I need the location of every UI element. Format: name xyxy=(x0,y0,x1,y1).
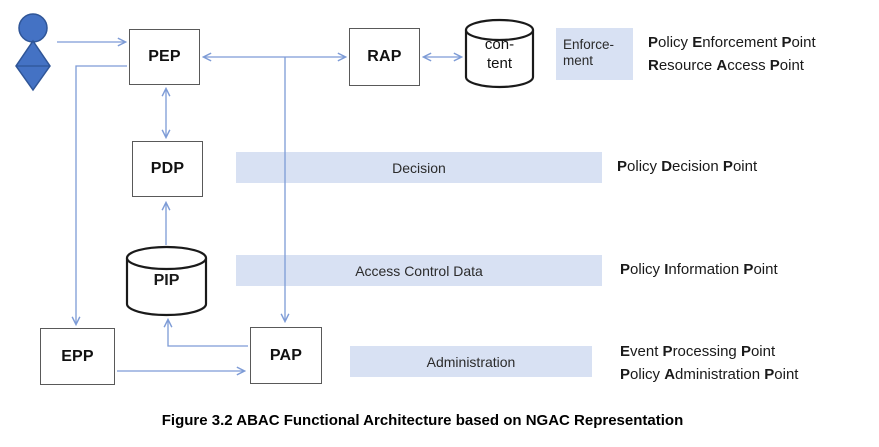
node-rap: RAP xyxy=(349,28,420,86)
arrow-pep-to-epp xyxy=(71,65,127,327)
administration-band-label: Administration xyxy=(426,353,516,370)
definition-enforcement-block: Policy Enforcement Point Resource Access… xyxy=(648,31,816,77)
figure-caption: Figure 3.2 ABAC Functional Architecture … xyxy=(161,412,684,429)
enforcement-band xyxy=(556,28,633,80)
node-epp: EPP xyxy=(40,328,115,385)
definition-policy-enforcement-point: Policy Enforcement Point xyxy=(648,34,816,51)
user-icon xyxy=(15,13,51,92)
access-control-data-band: Access Control Data xyxy=(236,255,602,286)
decision-band: Decision xyxy=(236,152,602,183)
content-cylinder-label: con- tent xyxy=(484,36,515,72)
arrow-pap-to-pip xyxy=(163,317,248,347)
node-pip-label: PIP xyxy=(153,272,180,289)
definition-administration-block: Event Processing Point Policy Administra… xyxy=(620,340,798,386)
definition-policy-decision-point: Policy Decision Point xyxy=(617,158,758,175)
node-pap: PAP xyxy=(250,327,322,384)
definition-resource-access-point: Resource Access Point xyxy=(648,57,804,74)
node-pdp: PDP xyxy=(132,141,203,197)
enforcement-band-label: Enforce- ment xyxy=(563,37,615,68)
access-control-data-band-label: Access Control Data xyxy=(355,262,483,279)
definition-event-processing-point: Event Processing Point xyxy=(620,343,776,360)
decision-band-label: Decision xyxy=(392,159,446,176)
node-pep: PEP xyxy=(129,29,200,85)
definition-policy-administration-point: Policy Administration Point xyxy=(620,366,799,383)
definition-policy-information-point: Policy Information Point xyxy=(620,261,778,278)
administration-band: Administration xyxy=(350,346,592,377)
